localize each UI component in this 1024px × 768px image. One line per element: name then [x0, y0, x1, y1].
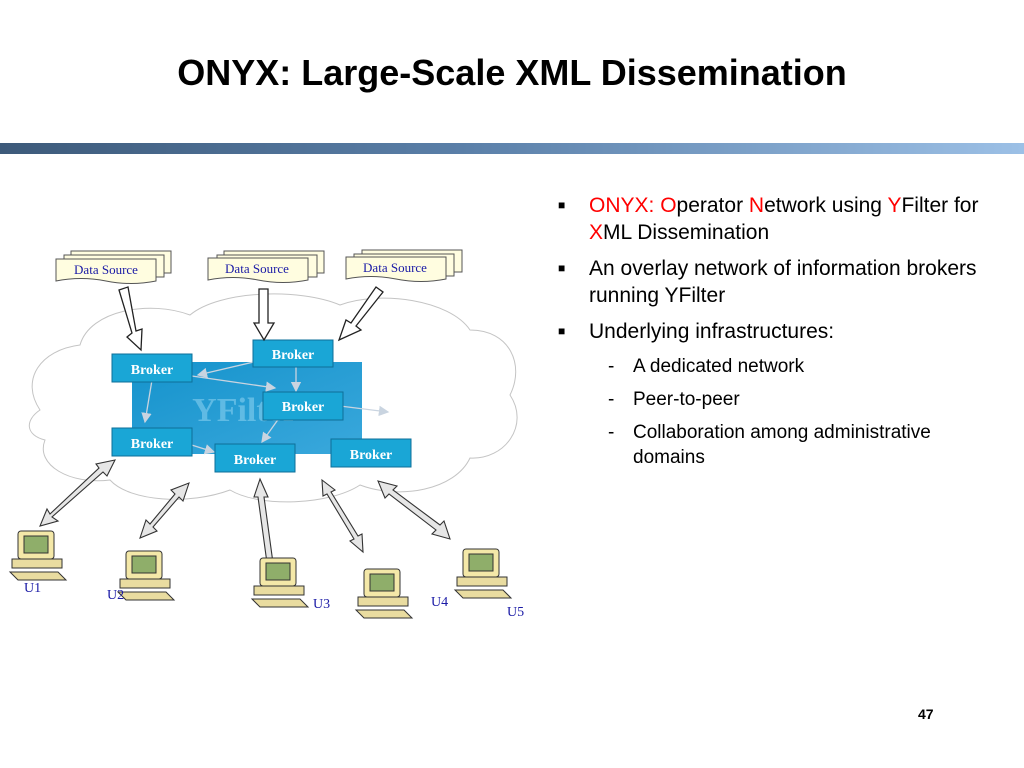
text-perator: perator [676, 194, 749, 217]
user-computer-5 [453, 548, 513, 599]
source-arrows [118, 286, 384, 352]
user-computer-2 [116, 550, 176, 601]
data-source-3: Data Source [345, 249, 463, 282]
sub-bullet-collaboration: - Collaboration among administrative dom… [558, 420, 1003, 470]
data-source-2: Data Source [207, 250, 325, 283]
data-source-label: Data Source [225, 261, 289, 276]
broker-label: Broker [350, 448, 393, 463]
broker-label: Broker [131, 437, 174, 452]
sub-bullet-text: A dedicated network [633, 356, 805, 377]
user-computer-1 [8, 530, 68, 581]
broker-node-6: Broker [330, 438, 412, 468]
sub-bullet-dash: - [608, 356, 615, 377]
broker-node-3: Broker [262, 391, 344, 421]
letter-x: X [589, 221, 604, 244]
user-links [39, 459, 451, 583]
bullet-overlay: ■ An overlay network of information brok… [558, 255, 1003, 309]
user-label-u5: U5 [507, 605, 524, 620]
sub-bullet-dash: - [608, 389, 615, 410]
text-etwork: etwork using [764, 194, 888, 217]
broker-node-5: Broker [214, 443, 296, 473]
sub-bullet-text: Peer-to-peer [633, 389, 740, 410]
sub-bullet-dedicated: - A dedicated network [558, 354, 1003, 379]
title-divider [0, 143, 1024, 154]
onyx-network-diagram: YFilter Broker Broker Broker Broker Brok… [8, 249, 524, 620]
user-computer-3 [250, 557, 310, 608]
network-cloud [28, 293, 518, 503]
broker-label: Broker [131, 363, 174, 378]
onyx-prefix: ONYX: [589, 194, 661, 217]
letter-n: N [748, 194, 765, 217]
broker-node-2: Broker [252, 339, 334, 368]
letter-o: O [660, 194, 677, 217]
user-label-u4: U4 [431, 595, 448, 610]
user-label-u3: U3 [313, 597, 330, 612]
page-number: 47 [918, 706, 934, 722]
bullet-overlay-text: An overlay network of information broker… [589, 257, 977, 307]
broker-node-4: Broker [111, 427, 193, 457]
data-source-1: Data Source [55, 250, 172, 284]
bullet-onyx: ■ ONYX: Operator Network using YFilter f… [558, 192, 1003, 246]
bullet-infrastructures: ■ Underlying infrastructures: [558, 318, 1003, 345]
sub-bullet-p2p: - Peer-to-peer [558, 387, 1003, 412]
broker-label: Broker [272, 348, 315, 363]
user-label-u1: U1 [24, 581, 41, 596]
broker-label: Broker [282, 400, 325, 415]
letter-y: Y [887, 194, 902, 217]
user-label-u2: U2 [107, 588, 124, 603]
data-source-label: Data Source [74, 262, 138, 277]
bullet-marker: ■ [558, 324, 566, 338]
broker-label: Broker [234, 453, 277, 468]
user-computer-4 [354, 568, 414, 619]
broker-node-1: Broker [111, 353, 193, 383]
text-filter: Filter for [901, 194, 979, 217]
data-source-label: Data Source [363, 260, 427, 275]
bullet-infrastructures-text: Underlying infrastructures: [589, 320, 835, 343]
bullet-marker: ■ [558, 261, 566, 275]
sub-bullet-text: Collaboration among administrative domai… [633, 422, 931, 468]
bullet-list: ■ ONYX: Operator Network using YFilter f… [558, 192, 1003, 478]
sub-bullet-dash: - [608, 422, 615, 443]
text-ml: ML Dissemination [603, 221, 770, 244]
slide-title: ONYX: Large-Scale XML Dissemination [177, 52, 847, 93]
bullet-marker: ■ [558, 198, 566, 212]
